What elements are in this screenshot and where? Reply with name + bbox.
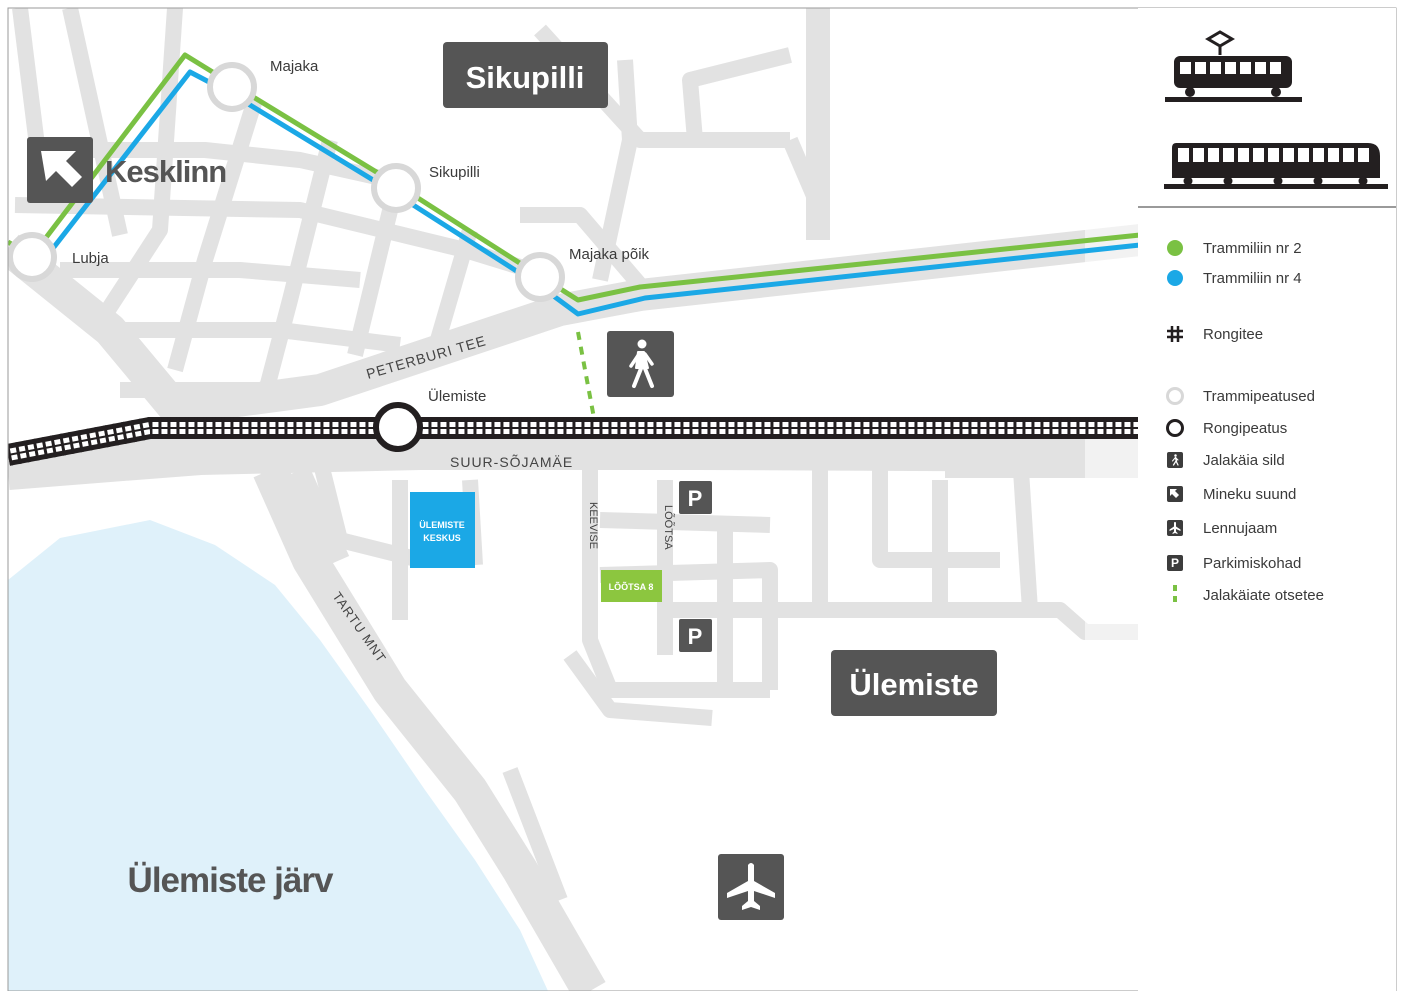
stop-label-lubja: Lubja (72, 250, 109, 267)
parking-icon: P (679, 619, 712, 652)
railway (8, 417, 1140, 466)
direction-label: Kesklinn (105, 154, 226, 189)
tram-stops (8, 62, 565, 302)
legend-item-tram4: Trammiliin nr 4 (1164, 267, 1302, 289)
blue-dot-icon (1167, 270, 1183, 286)
green-dot-icon (1167, 240, 1183, 256)
direction-kesklinn: Kesklinn (27, 137, 227, 203)
dashed-green-icon (1173, 585, 1177, 605)
train-icon (1164, 143, 1388, 189)
legend-item-airport: Lennujaam (1164, 517, 1277, 539)
svg-text:P: P (688, 486, 703, 511)
grey-ring-icon (1166, 387, 1184, 405)
svg-text:P: P (688, 624, 703, 649)
tram-stop-sikupilli[interactable] (371, 163, 421, 213)
svg-text:Ülemiste: Ülemiste (849, 667, 978, 702)
street-label-suur-sojamae: SUUR-SÕJAMÄE (450, 454, 573, 470)
legend-item-direction: Mineku suund (1164, 483, 1296, 505)
street-label-lootsa: LÕÕTSA (662, 505, 675, 550)
vehicle-icons (1138, 30, 1396, 208)
arrow-nw-icon (1167, 486, 1183, 502)
stop-label-sikupilli: Sikupilli (429, 164, 480, 181)
tram-stop-majaka[interactable] (207, 62, 257, 112)
district-label-ulemiste: Ülemiste (831, 650, 997, 716)
street-label-keevise: KEEVISE (587, 502, 599, 549)
tram-stop-majaka-poik[interactable] (515, 252, 565, 302)
stop-label-ulemiste: Ülemiste (428, 387, 486, 405)
legend-item-path: Jalakäiate otsetee (1164, 584, 1324, 606)
tram-icon (1165, 30, 1302, 102)
stop-label-majaka: Majaka (270, 58, 319, 75)
legend-item-trainstop: Rongipeatus (1164, 417, 1287, 439)
svg-text:ÜLEMISTE: ÜLEMISTE (419, 520, 465, 530)
tram-line-4 (38, 69, 1141, 317)
building-lootsa-8[interactable]: LÕÕTSA 8 (601, 570, 662, 602)
airport-icon (1167, 520, 1183, 536)
train-stop-ulemiste[interactable] (373, 402, 423, 452)
legend-item-bridge: Jalakäia sild (1164, 449, 1285, 471)
legend-item-tramstop: Trammipeatused (1164, 385, 1315, 407)
pedestrian-icon (1167, 452, 1183, 468)
legend-item-parking: P Parkimiskohad (1164, 552, 1301, 574)
legend-item-tram2: Trammiliin nr 2 (1164, 237, 1302, 259)
parking-icon: P (1167, 555, 1183, 571)
stop-label-majaka-poik: Majaka põik (569, 246, 650, 263)
parking-icon: P (679, 481, 712, 514)
legend-item-rail: Rongitee (1164, 323, 1263, 345)
black-ring-icon (1166, 419, 1184, 437)
airport-icon (718, 854, 784, 920)
svg-text:Sikupilli: Sikupilli (466, 60, 585, 95)
building-ulemiste-keskus[interactable]: ÜLEMISTE KESKUS (410, 492, 475, 568)
district-label-sikupilli: Sikupilli (443, 42, 608, 108)
rail-icon (1167, 326, 1183, 342)
svg-text:KESKUS: KESKUS (423, 533, 461, 543)
svg-text:LÕÕTSA 8: LÕÕTSA 8 (609, 582, 654, 592)
legend-panel: Trammiliin nr 2 Trammiliin nr 4 Rongitee… (1138, 8, 1396, 991)
pedestrian-icon (607, 331, 674, 397)
lake-area (8, 520, 548, 991)
tram-stop-lubja[interactable] (8, 232, 57, 282)
lake-label: Ülemiste järv (128, 861, 334, 900)
